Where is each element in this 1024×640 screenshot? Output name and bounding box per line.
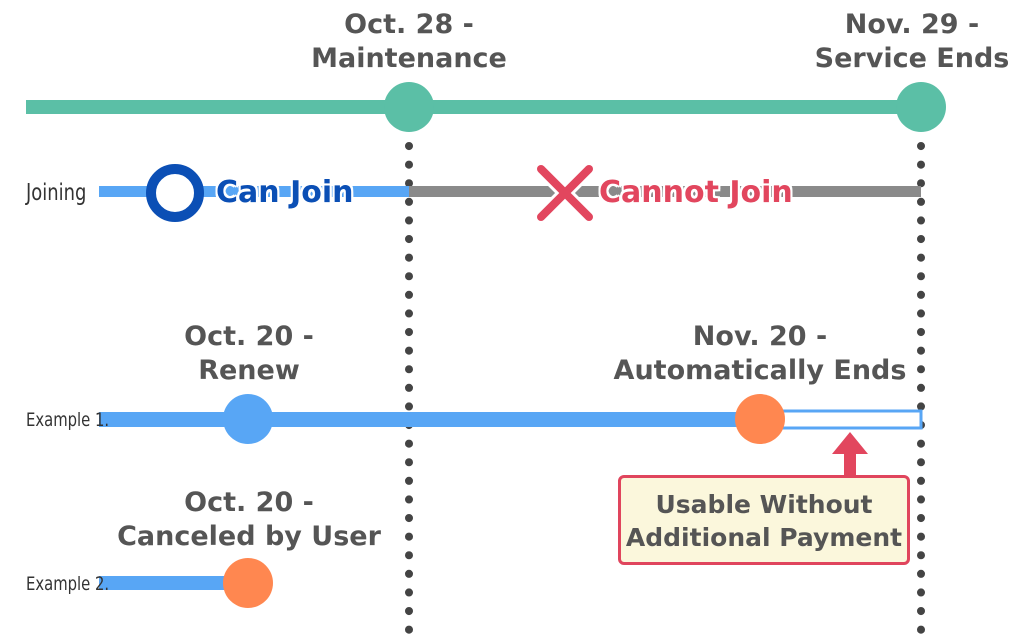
cross-x-icon xyxy=(534,162,596,224)
renew-event: Renew xyxy=(198,355,300,386)
joining-can-bar xyxy=(99,186,410,197)
service-end-date: Nov. 29 - xyxy=(844,9,980,40)
example1-row-label: Example 1. xyxy=(26,409,110,431)
example2-bar xyxy=(99,576,249,590)
renew-date: Oct. 20 - xyxy=(184,321,314,352)
usable-without-payment-callout: Usable Without Additional Payment xyxy=(618,475,910,565)
circle-o-icon xyxy=(146,164,204,222)
example1-bar xyxy=(99,412,761,427)
example2-row-label: Example 2. xyxy=(26,573,110,595)
auto-end-label: Nov. 20 - Automatically Ends xyxy=(610,320,910,388)
cancel-label: Oct. 20 - Canceled by User xyxy=(109,486,389,554)
maintenance-node xyxy=(384,82,434,132)
cancel-date: Oct. 20 - xyxy=(184,487,314,518)
service-end-label: Nov. 29 - Service Ends xyxy=(812,8,1012,76)
joining-cannot-bar xyxy=(409,186,921,197)
auto-end-node xyxy=(735,394,785,444)
renew-node xyxy=(223,394,273,444)
callout-line-2: Additional Payment xyxy=(625,523,903,552)
cancel-node xyxy=(223,558,273,608)
service-end-node xyxy=(896,82,946,132)
maintenance-event: Maintenance xyxy=(311,43,507,74)
main-timeline-bar xyxy=(26,100,926,114)
maintenance-date: Oct. 28 - xyxy=(344,9,474,40)
service-end-event: Service Ends xyxy=(814,43,1010,74)
auto-end-date: Nov. 20 - xyxy=(692,321,828,352)
callout-line-1: Usable Without xyxy=(655,490,873,519)
can-join-label: Can Join xyxy=(216,175,354,210)
arrow-up-icon xyxy=(832,432,868,476)
auto-end-event: Automatically Ends xyxy=(613,355,907,386)
cancel-event: Canceled by User xyxy=(117,521,381,552)
renew-label: Oct. 20 - Renew xyxy=(149,320,349,388)
joining-row-label: Joining xyxy=(26,180,87,206)
cannot-join-label: Cannot Join xyxy=(599,175,793,210)
maintenance-label: Oct. 28 - Maintenance xyxy=(309,8,509,76)
example1-extended-bar xyxy=(759,409,923,430)
